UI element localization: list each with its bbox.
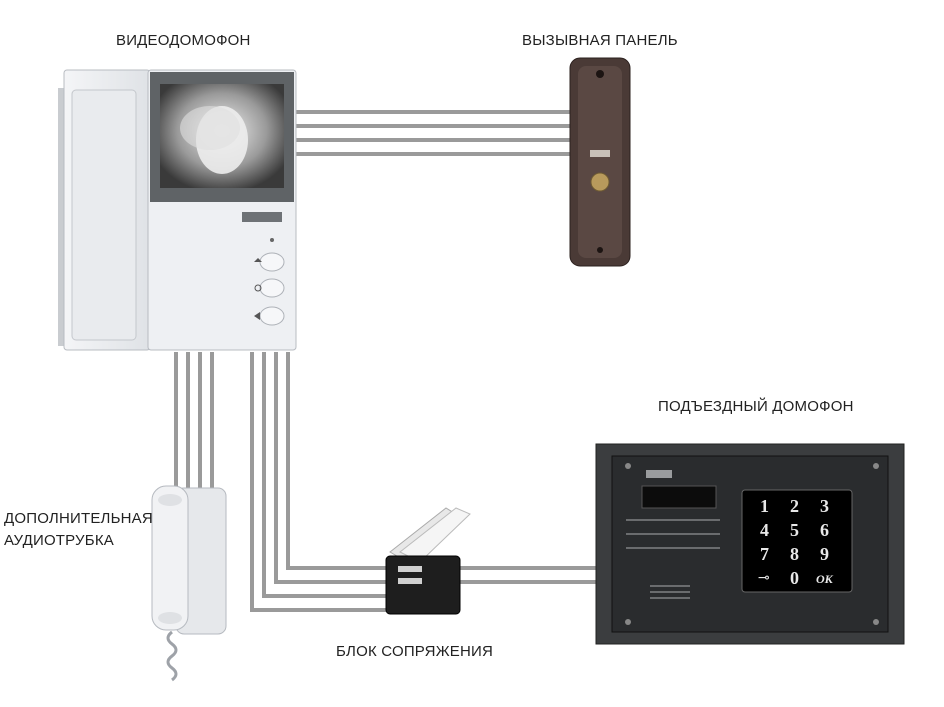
videophone-device bbox=[58, 69, 297, 351]
interface-block-device bbox=[385, 507, 471, 615]
extra-handset-device bbox=[151, 485, 227, 682]
label-call-panel: ВЫЗЫВНАЯ ПАНЕЛЬ bbox=[522, 32, 678, 49]
wires-to-call-panel bbox=[296, 110, 572, 156]
keypad bbox=[741, 489, 853, 593]
key-icon bbox=[254, 258, 262, 262]
keypad-ok-key: ОК bbox=[816, 572, 833, 586]
brand-logo bbox=[242, 212, 282, 222]
monitor-button-talk bbox=[259, 306, 285, 326]
label-interface-block: БЛОК СОПРЯЖЕНИЯ bbox=[336, 643, 494, 660]
label-entrance-intercom: ПОДЪЕЗДНЫЙ ДОМОФОН bbox=[658, 398, 854, 415]
keypad-key: 8 bbox=[790, 544, 799, 564]
wires-to-extra-handset bbox=[174, 352, 214, 492]
monitor-button-monitor bbox=[259, 278, 285, 298]
keypad-key: 5 bbox=[790, 520, 799, 540]
keypad-key: 0 bbox=[790, 568, 799, 588]
label-videophone: ВИДЕОДОМОФОН bbox=[116, 32, 251, 49]
speaker-grille bbox=[650, 585, 690, 599]
eye-icon bbox=[254, 284, 262, 292]
keypad-key: 2 bbox=[790, 496, 799, 516]
keypad-key: 9 bbox=[820, 544, 829, 564]
keypad-key: 7 bbox=[760, 544, 769, 564]
keypad-key: 6 bbox=[820, 520, 829, 540]
label-extra-handset-line2: АУДИОТРУБКА bbox=[4, 532, 114, 549]
label-extra-handset-line1: ДОПОЛНИТЕЛЬНАЯ bbox=[4, 510, 153, 527]
call-button bbox=[590, 172, 610, 192]
keypad-key: 4 bbox=[760, 520, 769, 540]
label-extra-handset: ДОПОЛНИТЕЛЬНАЯ АУДИОТРУБКА bbox=[4, 508, 153, 552]
camera-icon bbox=[596, 70, 604, 78]
call-panel-device bbox=[569, 57, 631, 267]
speaker-icon bbox=[254, 312, 260, 320]
entrance-intercom-device bbox=[595, 443, 905, 645]
intercom-display bbox=[641, 485, 717, 509]
handset-cord bbox=[166, 630, 178, 682]
wires-to-entrance-intercom bbox=[458, 566, 598, 584]
monitor-button-unlock bbox=[259, 252, 285, 272]
keypad-keys: 1 2 3 4 5 6 7 8 9 ⊸ 0 ОК bbox=[752, 496, 844, 588]
keypad-key-icon: ⊸ bbox=[758, 570, 770, 586]
keypad-key: 1 bbox=[760, 496, 769, 516]
wires-to-interface-block bbox=[250, 352, 388, 612]
keypad-key: 3 bbox=[820, 496, 829, 516]
